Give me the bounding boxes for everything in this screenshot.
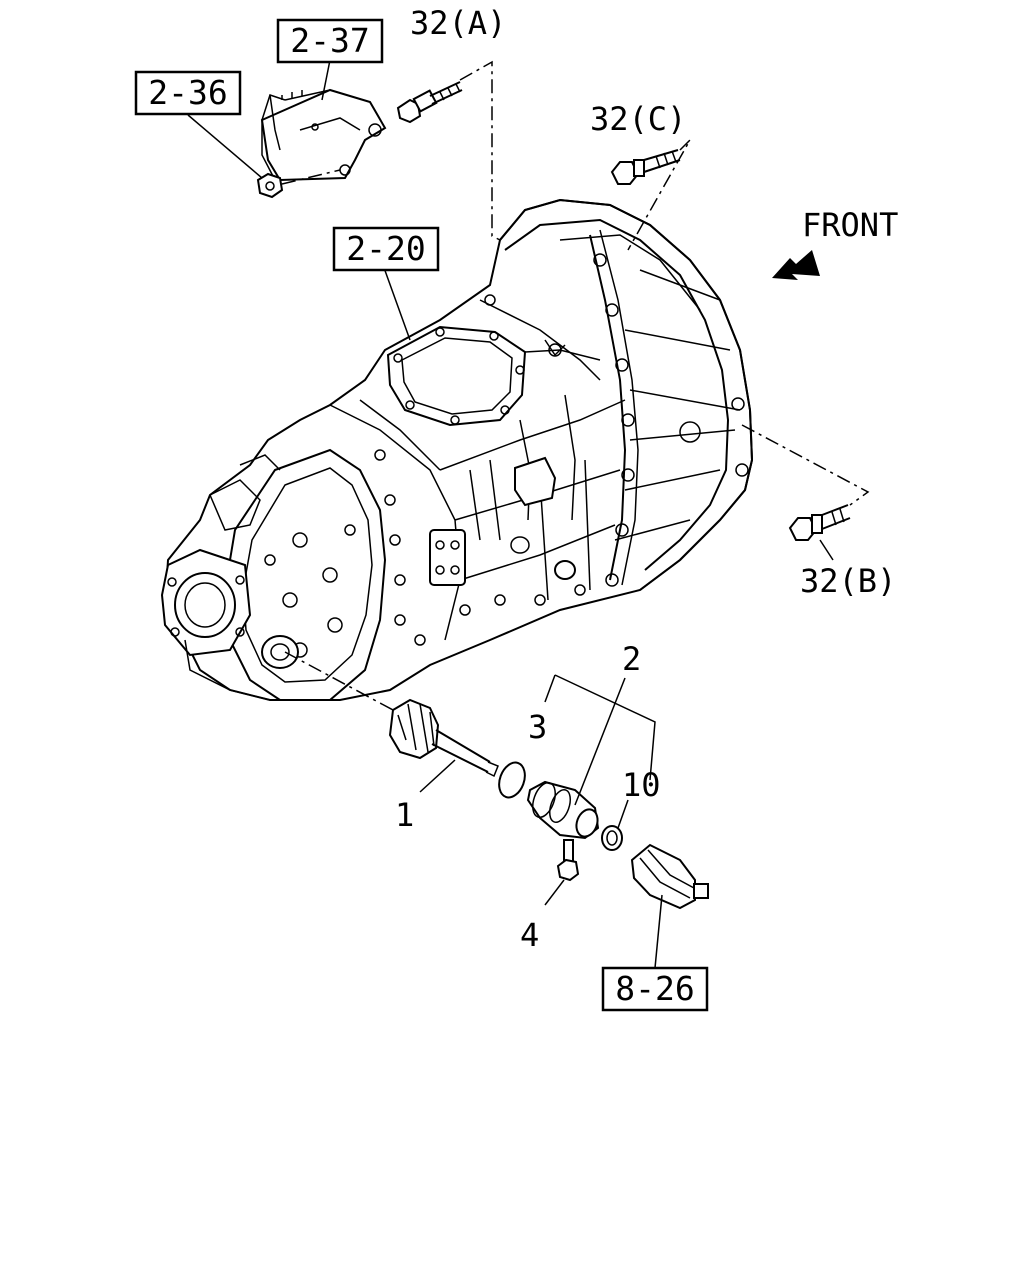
callout-4: 4	[520, 916, 539, 954]
ref-label-2-20: 2-20	[346, 229, 425, 268]
callout-10: 10	[622, 766, 661, 804]
callout-3: 3	[528, 708, 547, 746]
speed-sensor-part	[630, 843, 709, 910]
ref-label-2-37: 2-37	[290, 21, 369, 60]
bolt-32a	[396, 81, 463, 124]
callout-32c: 32(C)	[590, 100, 686, 138]
ref-label-8-26: 8-26	[615, 969, 694, 1008]
ref-box-2-37: 2-37	[276, 18, 384, 64]
callout-1: 1	[395, 796, 414, 834]
leader-lines	[187, 59, 834, 969]
front-arrow-icon	[772, 250, 820, 280]
bolt-32b	[788, 504, 851, 541]
callout-32a: 32(A)	[410, 4, 506, 42]
nut-part	[256, 172, 284, 199]
front-label: FRONT	[802, 206, 898, 244]
plug-part	[601, 825, 623, 851]
o-ring-part	[498, 761, 526, 799]
bolt-32c	[610, 149, 681, 185]
screw-part	[556, 839, 580, 882]
ref-box-2-20: 2-20	[332, 226, 440, 272]
driven-gear-part	[388, 698, 499, 778]
mount-bracket	[260, 88, 387, 182]
callout-2: 2	[622, 640, 641, 678]
transmission-assembly	[160, 198, 754, 701]
ref-label-2-36: 2-36	[148, 73, 227, 112]
ref-box-8-26: 8-26	[601, 966, 709, 1012]
callout-32b: 32(B)	[800, 562, 896, 600]
sleeve-part	[526, 780, 600, 840]
ref-box-2-36: 2-36	[134, 70, 242, 116]
